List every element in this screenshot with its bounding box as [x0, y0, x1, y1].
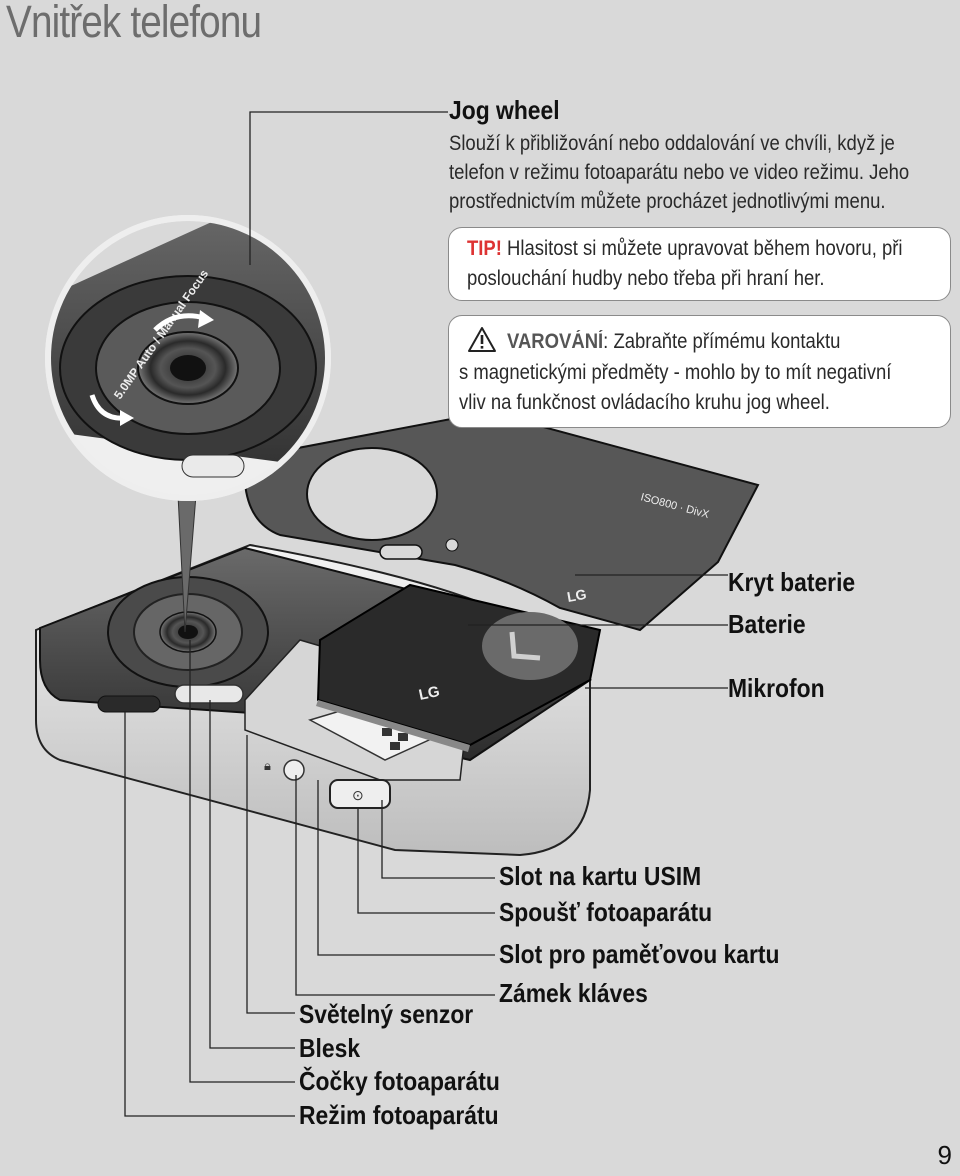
jog-wheel-text-1: Slouží k přibližování nebo oddalování ve…	[449, 132, 895, 155]
jog-wheel-text-3: prostřednictvím můžete procházet jednotl…	[449, 190, 886, 213]
warning-icon	[468, 327, 496, 352]
leader-lines	[124, 111, 728, 1117]
svg-text:⊙: ⊙	[352, 787, 364, 803]
camera-shutter	[329, 779, 391, 809]
jog-wheel-heading: Jog wheel	[449, 95, 560, 125]
camera-mode-switch	[97, 695, 161, 713]
page-number: 9	[937, 1140, 952, 1170]
label-light-sensor: Světelný senzor	[299, 999, 474, 1029]
flash	[174, 684, 244, 704]
label-flash: Blesk	[299, 1033, 361, 1063]
svg-text:LG: LG	[566, 586, 588, 605]
tip-text-2: poslouchání hudby nebo třeba při hraní h…	[467, 267, 825, 290]
page-title: Vnitřek telefonu	[6, 0, 262, 47]
warning-text-1: : Zabraňte přímému kontaktu	[603, 330, 841, 353]
tip-text-1: Hlasitost si můžete upravovat během hovo…	[501, 237, 903, 260]
warning-text-3: vliv na funkčnost ovládacího kruhu jog w…	[459, 391, 830, 414]
jog-wheel-text-2: telefon v režimu fotoaparátu nebo ve vid…	[449, 161, 910, 184]
warning-box: VAROVÁNÍ: Zabraňte přímému kontaktu s ma…	[448, 315, 951, 428]
label-camera-mode: Režim fotoaparátu	[299, 1100, 499, 1130]
svg-text:LG: LG	[417, 683, 441, 704]
label-usim-slot: Slot na kartu USIM	[499, 861, 702, 891]
label-camera-lens: Čočky fotoaparátu	[299, 1066, 500, 1096]
tip-box: TIP! Hlasitost si můžete upravovat během…	[448, 227, 951, 301]
label-battery-cover: Kryt baterie	[728, 567, 856, 597]
memory-slot	[283, 759, 305, 781]
label-camera-shutter: Spoušť fotoaparátu	[499, 897, 713, 927]
warning-label: VAROVÁNÍ	[507, 330, 604, 353]
tip-label: TIP!	[467, 237, 502, 260]
label-battery: Baterie	[728, 609, 806, 639]
svg-text:🔒︎: 🔒︎	[264, 758, 271, 773]
label-key-lock: Zámek kláves	[499, 978, 648, 1008]
label-microphone: Mikrofon	[728, 673, 825, 703]
label-memory-card-slot: Slot pro paměťovou kartu	[499, 939, 780, 969]
warning-text-2: s magnetickými předměty - mohlo by to mí…	[459, 361, 892, 384]
